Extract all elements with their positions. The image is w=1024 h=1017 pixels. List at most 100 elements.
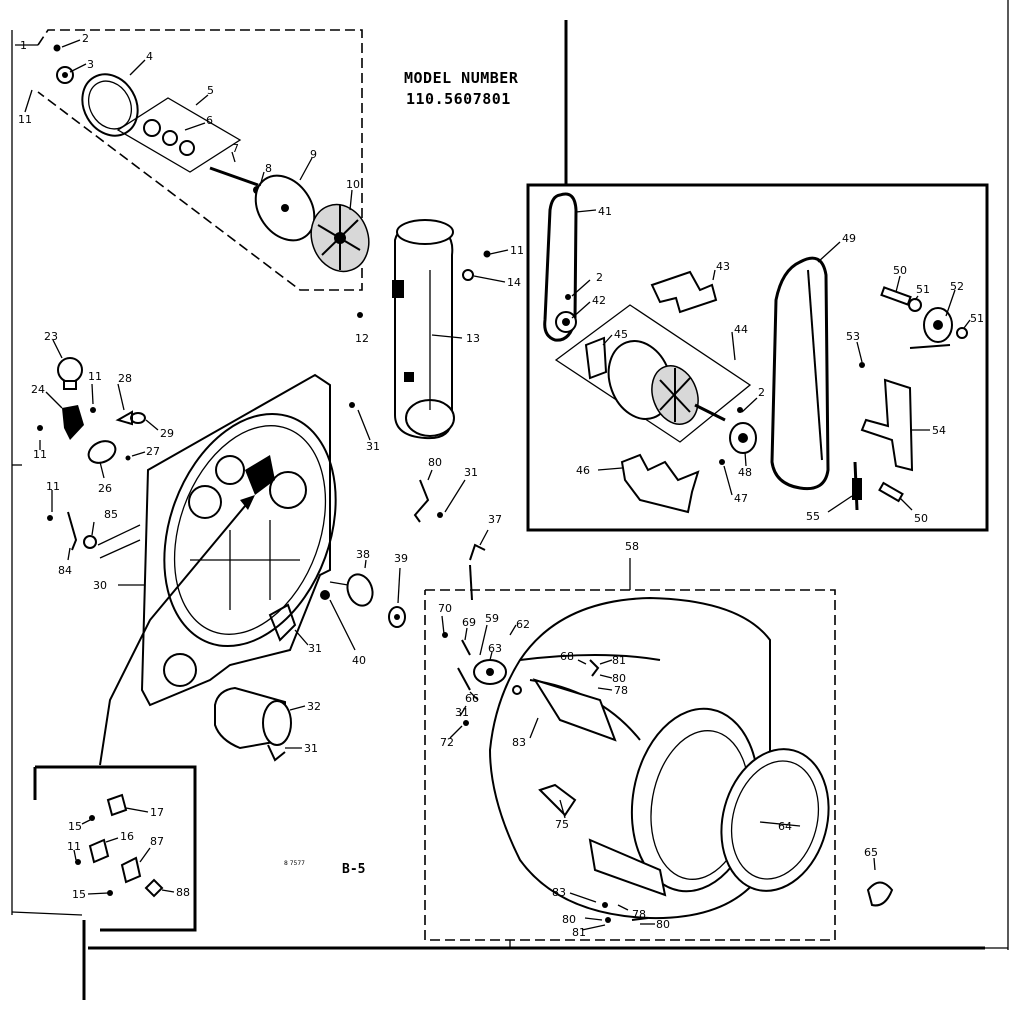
callout-29: 29 <box>160 427 174 440</box>
callout-80-bracket: 80 <box>428 456 442 469</box>
callout-81-bottom: 81 <box>572 926 586 939</box>
callout-11-harness: 11 <box>67 840 81 853</box>
callout-31-bracket: 31 <box>464 466 478 479</box>
callout-58: 58 <box>625 540 639 553</box>
callout-65: 65 <box>864 846 878 859</box>
callout-80-top: 80 <box>612 672 626 685</box>
callout-45: 45 <box>614 328 628 341</box>
callout-52: 52 <box>950 280 964 293</box>
callout-4: 4 <box>146 50 153 63</box>
blower-cover-ring <box>81 73 139 137</box>
drum-body <box>488 596 771 920</box>
callout-37: 37 <box>488 513 502 526</box>
callout-83-bottom: 83 <box>552 886 566 899</box>
drum-glide <box>866 881 894 907</box>
callout-70: 70 <box>438 602 452 615</box>
callout-1: 1 <box>20 39 27 52</box>
callout-80-bottom-right: 80 <box>656 918 670 931</box>
callout-7: 7 <box>232 142 239 155</box>
callout-17: 17 <box>150 806 164 819</box>
callout-85: 85 <box>104 508 118 521</box>
callout-2-motor: 2 <box>596 271 603 284</box>
callout-80-bottom-left: 80 <box>562 913 576 926</box>
callout-83-top: 83 <box>512 736 526 749</box>
callout-38: 38 <box>356 548 370 561</box>
drum-rear-bearing <box>346 573 374 607</box>
screw-part <box>53 44 61 52</box>
callout-62: 62 <box>516 618 530 631</box>
callout-81-top: 81 <box>612 654 626 667</box>
harness-connector <box>88 838 110 864</box>
callout-5: 5 <box>207 84 214 97</box>
callout-78-top: 78 <box>614 684 628 697</box>
callout-50-top: 50 <box>893 264 907 277</box>
rear-bulkhead-group: 30 31 31 <box>93 373 380 766</box>
blower-assembly-group: 2 3 4 5 6 7 8 9 10 1 11 <box>15 29 370 291</box>
callout-48: 48 <box>738 466 752 479</box>
callout-24: 24 <box>31 383 45 396</box>
callout-31-heater: 31 <box>304 742 318 755</box>
callout-63-roller: 63 <box>488 642 502 655</box>
callout-42: 42 <box>592 294 606 307</box>
callout-78-bottom: 78 <box>632 908 646 921</box>
callout-66: 66 <box>465 692 479 705</box>
drum-assembly-group: 58 70 69 59 62 63 66 31 72 68 81 80 78 8… <box>424 540 894 941</box>
callout-11-blower: 11 <box>18 113 32 126</box>
callout-55: 55 <box>806 510 820 523</box>
callout-41: 41 <box>598 205 612 218</box>
callout-23: 23 <box>44 330 58 343</box>
callout-11-socket: 11 <box>33 448 47 461</box>
drum-baffle-top <box>532 678 617 742</box>
callout-11-switch: 11 <box>46 480 60 493</box>
callout-47: 47 <box>734 492 748 505</box>
callout-3: 3 <box>87 58 94 71</box>
idler-spring <box>852 461 862 511</box>
callout-14: 14 <box>507 276 521 289</box>
harness-diamond-part <box>144 878 164 898</box>
callout-54: 54 <box>932 424 946 437</box>
callout-10: 10 <box>346 178 360 191</box>
callout-11-duct: 11 <box>510 244 524 257</box>
callout-8: 8 <box>265 162 272 175</box>
callout-59: 59 <box>485 612 499 625</box>
mid-parts-group: 80 31 37 38 39 40 <box>320 456 502 667</box>
model-number-label: MODEL NUMBER <box>404 69 519 87</box>
callout-68: 68 <box>560 650 574 663</box>
callout-51-left: 51 <box>916 283 930 296</box>
idler-bracket <box>860 378 914 472</box>
callout-39: 39 <box>394 552 408 565</box>
callout-32: 32 <box>307 700 321 713</box>
lamp-switch-parts: 23 11 28 24 29 11 27 26 11 85 84 <box>31 330 174 577</box>
exhaust-duct-group: 11 14 12 13 <box>355 219 524 440</box>
callout-6: 6 <box>206 114 213 127</box>
callout-75: 75 <box>555 818 569 831</box>
callout-64: 64 <box>778 820 792 833</box>
callout-84: 84 <box>58 564 72 577</box>
callout-16: 16 <box>120 830 134 843</box>
callout-13: 13 <box>466 332 480 345</box>
callout-31-bulkhead-top: 31 <box>366 440 380 453</box>
callout-15-bottom: 15 <box>72 888 86 901</box>
callout-46: 46 <box>576 464 590 477</box>
callout-2-pulley: 2 <box>758 386 765 399</box>
callout-43: 43 <box>716 260 730 273</box>
callout-31-drum: 31 <box>455 706 469 719</box>
callout-87: 87 <box>150 835 164 848</box>
model-number-heading: MODEL NUMBER 110.5607801 <box>404 69 519 108</box>
footer-codes: 8 7577 B-5 <box>284 860 365 877</box>
harness-parts-group: 17 15 16 11 87 15 88 <box>33 765 197 932</box>
callout-28: 28 <box>118 372 132 385</box>
drawing-code: 8 7577 <box>284 860 305 867</box>
callout-88: 88 <box>176 886 190 899</box>
callout-12: 12 <box>355 332 369 345</box>
callout-50-bottom: 50 <box>914 512 928 525</box>
idler-belt <box>770 256 830 491</box>
drive-belt <box>543 192 578 342</box>
drum-baffle-bottom <box>588 838 667 897</box>
callout-72: 72 <box>440 736 454 749</box>
drum-front-seal <box>720 748 830 892</box>
heater-duct-group: 32 31 <box>214 686 321 762</box>
callout-2: 2 <box>82 32 89 45</box>
callout-44: 44 <box>734 323 748 336</box>
